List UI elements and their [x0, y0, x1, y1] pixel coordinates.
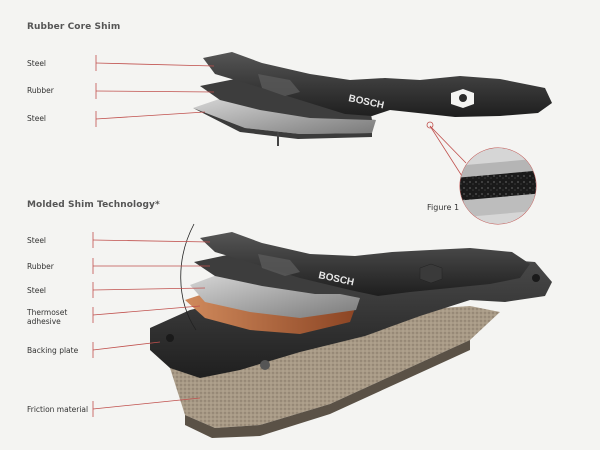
- label-backing-plate: Backing plate: [27, 346, 79, 355]
- hex-cutout-molded: [419, 263, 443, 284]
- section-title-rubber-core: Rubber Core Shim: [27, 22, 121, 32]
- label-rubber: Rubber: [27, 86, 54, 95]
- label-steel-bottom: Steel: [27, 114, 47, 123]
- section-title-molded-shim: Molded Shim Technology*: [27, 200, 160, 210]
- label-molded-rubber: Rubber: [27, 262, 54, 271]
- label-thermoset-adhesive: Thermoset adhesive: [27, 308, 68, 326]
- molded-steel-bottom: [190, 272, 360, 318]
- figure-label: Figure 1: [427, 203, 460, 212]
- label-steel-top: Steel: [27, 59, 47, 68]
- friction-material: [170, 306, 500, 428]
- zoom-detail-figure-1: [459, 147, 537, 225]
- label-molded-steel-bottom: Steel: [27, 286, 47, 295]
- label-friction-material: Friction material: [27, 405, 89, 414]
- shim-steel-bottom: [193, 96, 376, 134]
- shim-rubber: [200, 78, 372, 120]
- label-molded-steel-top: Steel: [27, 236, 47, 245]
- molded-steel-top: [200, 232, 530, 296]
